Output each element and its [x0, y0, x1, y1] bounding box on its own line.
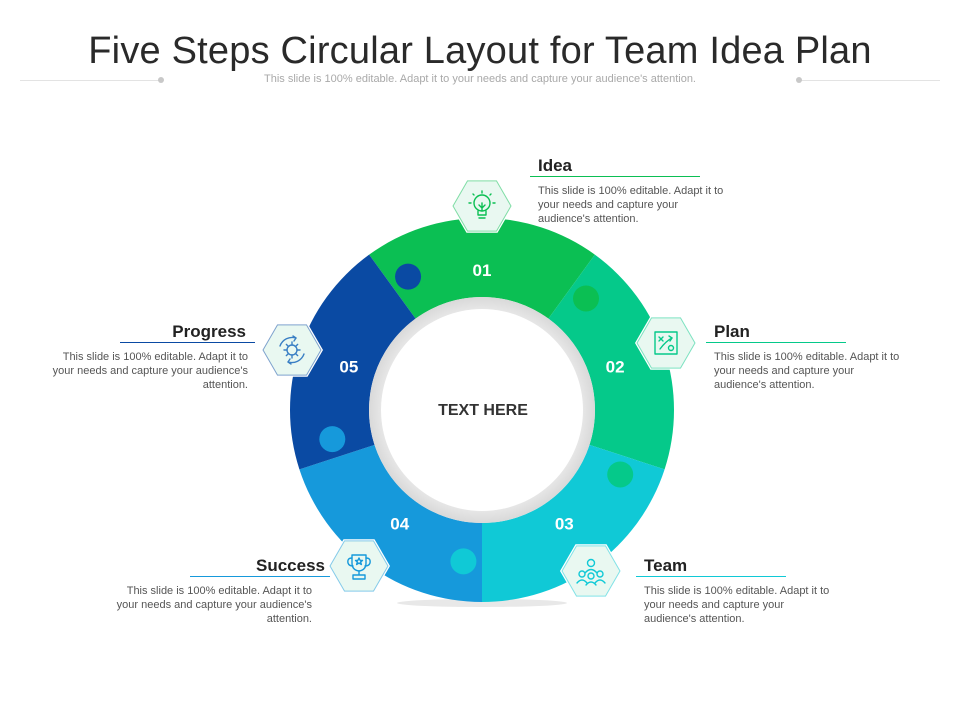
puzzle-knob [607, 461, 634, 488]
trophy-hexagon [328, 539, 390, 593]
title-rule-left-dot [158, 77, 164, 83]
step-underline-team [636, 576, 786, 577]
step-number-01: 01 [473, 261, 492, 280]
slide-subtitle: This slide is 100% editable. Adapt it to… [264, 73, 696, 85]
puzzle-knob [450, 548, 477, 575]
step-underline-progress [120, 342, 255, 343]
title-rule-left [20, 80, 160, 81]
step-number-05: 05 [339, 358, 358, 377]
puzzle-knob [395, 263, 422, 290]
title-rule-right-dot [796, 77, 802, 83]
step-label-plan: Plan [714, 322, 750, 341]
step-label-idea: Idea [538, 156, 573, 175]
ring-segment-success [299, 444, 482, 602]
strategy-board-icon [654, 331, 678, 355]
step-number-03: 03 [555, 514, 574, 533]
strategy-board-hexagon [635, 316, 697, 370]
puzzle-knob [319, 426, 346, 453]
ring-segment-progress [290, 254, 416, 470]
team-icon [576, 558, 606, 586]
team-hexagon [560, 544, 622, 598]
step-underline-success [190, 576, 330, 577]
ring-shadow [397, 599, 567, 607]
step-desc-idea: This slide is 100% editable. Adapt it to… [538, 185, 724, 225]
step-desc-success: This slide is 100% editable. Adapt it to… [116, 585, 312, 625]
gear-cycle-icon [279, 335, 305, 365]
ring-segment-idea [369, 217, 595, 319]
gear-cycle-hexagon [261, 323, 323, 377]
hexagon-inner [329, 540, 389, 592]
step-underline-idea [530, 176, 700, 177]
lightbulb-hexagon [451, 179, 513, 233]
step-desc-plan: This slide is 100% editable. Adapt it to… [714, 351, 900, 391]
title-rule-right [800, 80, 940, 81]
hexagon-inner [561, 545, 621, 597]
hexagon-inner [262, 324, 322, 376]
center-text: TEXT HERE [438, 402, 528, 419]
center-circle [381, 309, 583, 511]
step-underline-plan [706, 342, 846, 343]
puzzle-knob [573, 285, 600, 312]
step-label-progress: Progress [172, 322, 246, 341]
lightbulb-icon [468, 190, 496, 219]
step-label-success: Success [256, 556, 325, 575]
step-desc-team: This slide is 100% editable. Adapt it to… [644, 585, 830, 625]
step-number-04: 04 [390, 514, 409, 533]
step-desc-progress: This slide is 100% editable. Adapt it to… [52, 351, 248, 391]
step-label-team: Team [644, 556, 688, 575]
slide-title: Five Steps Circular Layout for Team Idea… [88, 30, 872, 72]
trophy-icon [347, 554, 371, 580]
step-number-02: 02 [606, 358, 625, 377]
